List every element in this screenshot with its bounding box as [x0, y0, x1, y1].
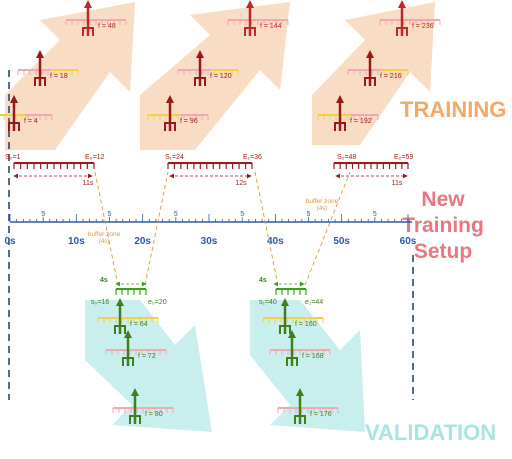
val-frame-2-3: f = 176	[277, 388, 339, 424]
training-arrow-3	[312, 2, 435, 145]
new-setup-label-2: Training	[402, 214, 484, 237]
axis-tick-label: 0s	[4, 236, 16, 247]
buffer-zone-sub-1: (4s)	[99, 239, 109, 245]
val-frame-2-1: f = 160	[262, 298, 324, 334]
train-comb-3	[333, 162, 409, 169]
frame-label: f = 4	[24, 118, 38, 125]
new-setup-label-1: New	[421, 188, 465, 211]
training-arrows	[5, 2, 435, 150]
axis-minor-label: 5	[174, 211, 178, 218]
axis-minor-label: 5	[41, 211, 45, 218]
val-segments	[115, 288, 307, 295]
val-seg-2-end: e₁=44	[305, 299, 323, 306]
train-frame-2-2: f = 120	[177, 50, 239, 86]
train-frame-2-1: f = 144	[227, 0, 289, 36]
train-frame-3-1: f = 236	[379, 0, 441, 36]
val-seg-1-duration: 4s	[100, 277, 108, 284]
buffer-zone-label-2: buffer zone	[306, 198, 339, 205]
axis-tick-label: 10s	[68, 236, 85, 247]
frame-label: f = 72	[138, 353, 156, 360]
axis-minor-label: 5	[240, 211, 244, 218]
frame-label: f = 96	[180, 118, 198, 125]
frame-label: f = 144	[260, 23, 282, 30]
validation-arrow-1	[85, 300, 212, 432]
axis-tick-label: 40s	[267, 236, 284, 247]
train-seg-2-duration: 12s	[235, 180, 247, 187]
val-frame-1-1: f = 64	[97, 298, 159, 334]
validation-arrows	[85, 300, 365, 432]
new-setup-label-3: Setup	[414, 240, 472, 263]
train-seg-1-end: E₀=12	[85, 154, 105, 161]
val-frame-1-2: f = 72	[105, 330, 167, 366]
axis-minor-label: 5	[373, 211, 377, 218]
training-label: TRAINING	[400, 97, 506, 122]
frame-label: f = 236	[412, 23, 434, 30]
train-frame-2-3: f = 96	[147, 95, 209, 131]
val-comb-1	[115, 288, 147, 295]
train-segments	[13, 162, 409, 169]
validation-label: VALIDATION	[365, 420, 496, 445]
train-frame-1-2: f = 18	[17, 50, 79, 86]
time-axis: 5 5 5 5 5 5 0s 10s 20s 30s 40s 50s 60s	[4, 211, 416, 247]
training-arrow-1	[5, 2, 135, 150]
axis-tick-label: 20s	[134, 236, 151, 247]
frame-label: f = 192	[350, 118, 372, 125]
frame-label: f = 160	[295, 321, 317, 328]
train-seg-2-end: E₁=36	[243, 154, 262, 161]
frame-label: f = 18	[50, 73, 68, 80]
frame-label: f = 48	[98, 23, 116, 30]
training-arrow-2	[140, 2, 290, 150]
val-seg-1-end: e₀=20	[148, 299, 167, 306]
train-seg-1-duration: 11s	[83, 180, 94, 187]
validation-arrow-2	[250, 300, 365, 432]
val-comb-2	[275, 288, 307, 295]
frame-label: f = 176	[310, 411, 332, 418]
frame-label: f = 168	[302, 353, 324, 360]
train-comb-2	[167, 162, 253, 169]
val-seg-1-start: s₀=16	[91, 299, 109, 306]
train-comb-1	[13, 162, 95, 169]
frame-glyphs: f = 48 f = 18 f = 4 f = 144 f = 120 f = 96 f =…	[0, 0, 441, 424]
axis-tick-labels: 0s 10s 20s 30s 40s 50s 60s	[4, 236, 416, 247]
axis-tick-label: 60s	[400, 236, 417, 247]
val-frame-2-2: f = 168	[269, 330, 331, 366]
frame-label: f = 64	[130, 321, 148, 328]
val-seg-2-start: s₁=40	[259, 299, 277, 306]
buffer-zone-sub-2: (4s)	[317, 206, 327, 212]
axis-minor-label: 5	[307, 211, 311, 218]
train-seg-3-start: S₂=48	[337, 154, 356, 161]
frame-label: f = 216	[380, 73, 402, 80]
train-seg-3-end: E₂=59	[394, 154, 413, 161]
train-frame-1-3: f = 4	[0, 95, 53, 131]
train-frame-3-3: f = 192	[317, 95, 379, 131]
axis-minor-label: 5	[108, 211, 112, 218]
frame-label: f = 80	[145, 411, 163, 418]
buffer-lines	[94, 171, 351, 286]
axis-tick-label: 50s	[333, 236, 350, 247]
train-seg-3-duration: 11s	[392, 180, 403, 187]
train-seg-1-start: S₀=1	[5, 154, 21, 161]
val-seg-2-duration: 4s	[259, 277, 267, 284]
val-frame-1-3: f = 80	[112, 388, 174, 424]
buffer-zone-label-1: buffer zone	[88, 231, 121, 238]
train-seg-2-start: S₁=24	[165, 154, 184, 161]
frame-label: f = 120	[210, 73, 232, 80]
train-frame-1-1: f = 48	[65, 0, 127, 36]
axis-minor-ticks: 5 5 5 5 5 5	[9, 211, 409, 222]
axis-tick-label: 30s	[201, 236, 218, 247]
train-frame-3-2: f = 216	[347, 50, 409, 86]
